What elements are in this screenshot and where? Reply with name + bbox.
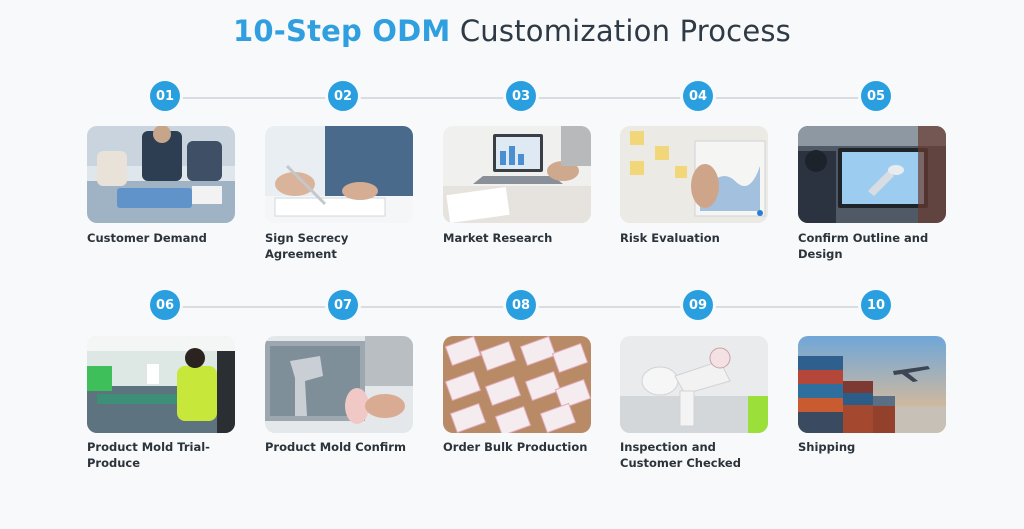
- step-label: Product Mold Confirm: [265, 440, 406, 454]
- step-label: Confirm Outline and Design: [798, 231, 929, 261]
- boxed-products-photo: [443, 336, 591, 433]
- step-badge: 01: [150, 81, 180, 111]
- step-badge: 04: [683, 81, 713, 111]
- step-label: Order Bulk Production: [443, 440, 588, 454]
- step-label: Sign Secrecy Agreement: [265, 231, 349, 261]
- step-label: Customer Demand: [87, 231, 207, 245]
- step-badge: 08: [506, 290, 536, 320]
- step-badge: 06: [150, 290, 180, 320]
- shipping-containers-photo: [798, 336, 946, 433]
- step-badge: 10: [861, 290, 891, 320]
- step-label: Risk Evaluation: [620, 231, 720, 245]
- laptop-analytics-photo: [443, 126, 591, 223]
- step-badge: 07: [328, 290, 358, 320]
- step-badge: 09: [683, 290, 713, 320]
- factory-workers-photo: [87, 336, 235, 433]
- prototype-review-photo: [265, 336, 413, 433]
- hair-dryer-inspection-photo: [620, 336, 768, 433]
- business-meeting-photo: [87, 126, 235, 223]
- sticky-notes-board-photo: [620, 126, 768, 223]
- title-accent: 10-Step ODM: [232, 14, 451, 48]
- step-label: Inspection and Customer Checked: [620, 440, 741, 470]
- step-label: Shipping: [798, 440, 856, 454]
- signing-document-photo: [265, 126, 413, 223]
- title-rest: Customization Process: [459, 14, 791, 48]
- step-label: Market Research: [443, 231, 553, 245]
- cad-design-monitor-photo: [798, 126, 946, 223]
- step-badge: 02: [328, 81, 358, 111]
- step-badge: 03: [506, 81, 536, 111]
- page-title: 10-Step ODM Customization Process: [0, 14, 1024, 48]
- step-label: Product Mold Trial-Produce: [87, 440, 210, 470]
- step-badge: 05: [861, 81, 891, 111]
